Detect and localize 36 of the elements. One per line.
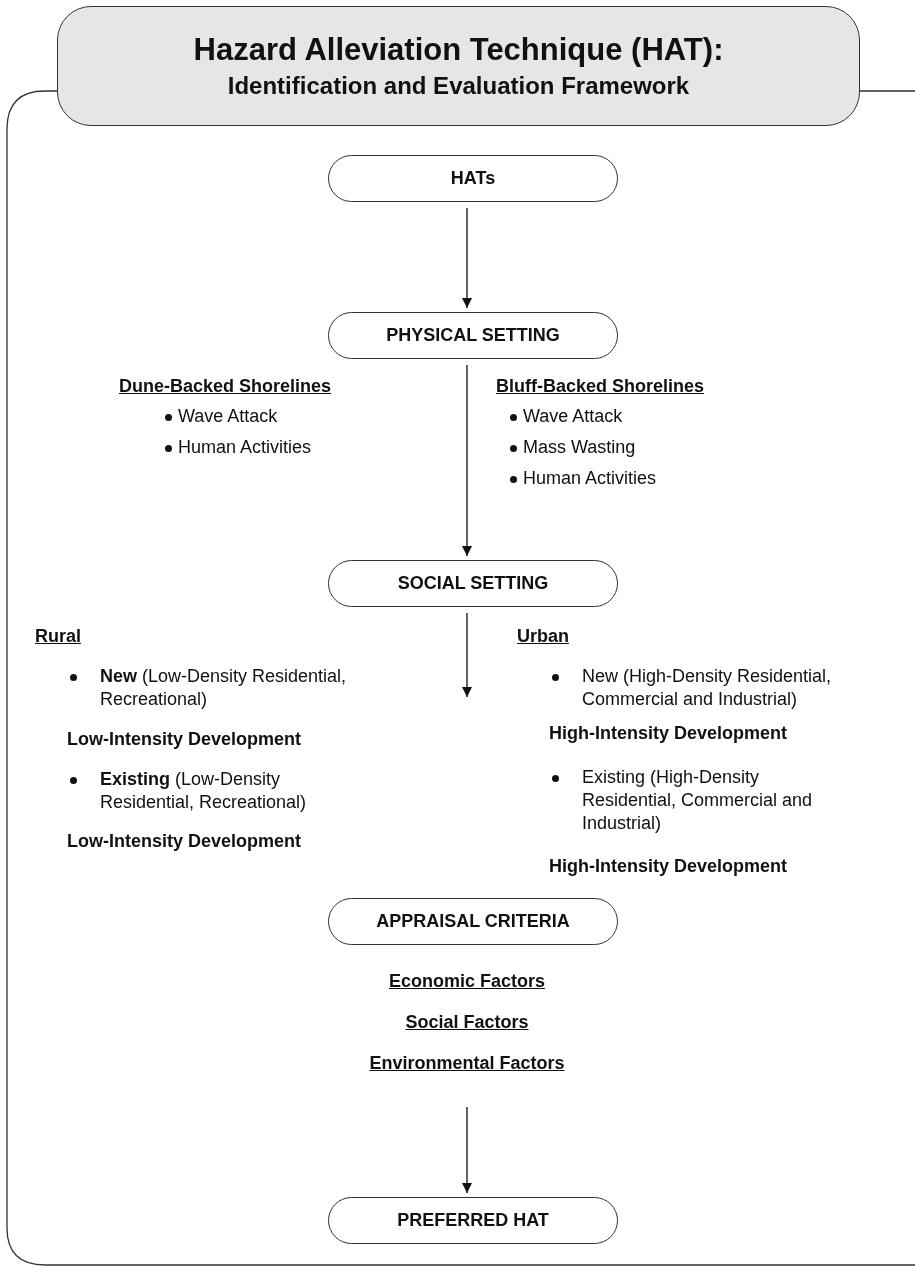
arrow [462,612,472,698]
subtitle: Identification and Evaluation Framework [227,71,690,101]
node-label: PREFERRED HAT [397,1210,549,1231]
section-heading: Economic Factors [387,970,546,993]
title: Hazard Alleviation Technique (HAT): [193,31,724,69]
node-label: APPRAISAL CRITERIA [376,911,570,932]
node-label: HATs [450,168,496,189]
arrow [462,207,472,309]
list-item: Mass Wasting [523,436,637,459]
section-heading: Urban [517,625,570,648]
arrow [462,364,472,557]
bold-text: High-Intensity Development [549,722,789,745]
bold-text: Low-Intensity Development [67,728,303,751]
list-item: Existing (High-Density Residential, Commercial and Industrial) [582,766,814,835]
arrow [462,1106,472,1194]
list-item: Human Activities [523,467,658,490]
list-item: New (High-Density Residential, Commercial and Industrial) [582,665,833,711]
section-heading: Rural [35,625,82,648]
bold-text: High-Intensity Development [549,855,789,878]
list-item: Existing (Low-Density Residential, Recreational) [100,768,308,814]
list-item: Wave Attack [178,405,279,428]
node-label: PHYSICAL SETTING [386,325,560,346]
section-heading: Social Factors [404,1011,530,1034]
list-item: New (Low-Density Residential, Recreational) [100,665,348,711]
rounded-box [328,898,618,945]
section-heading: Environmental Factors [368,1052,566,1075]
rounded-box [328,560,618,607]
bold-text: Low-Intensity Development [67,830,303,853]
list-item: Human Activities [178,436,313,459]
section-heading: Bluff-Backed Shorelines [496,375,706,398]
section-heading: Dune-Backed Shorelines [117,375,333,398]
rounded-box [328,312,618,359]
list-item: Wave Attack [523,405,624,428]
rounded-box [328,155,618,202]
rounded-box [328,1197,618,1244]
node-label: SOCIAL SETTING [397,573,549,594]
